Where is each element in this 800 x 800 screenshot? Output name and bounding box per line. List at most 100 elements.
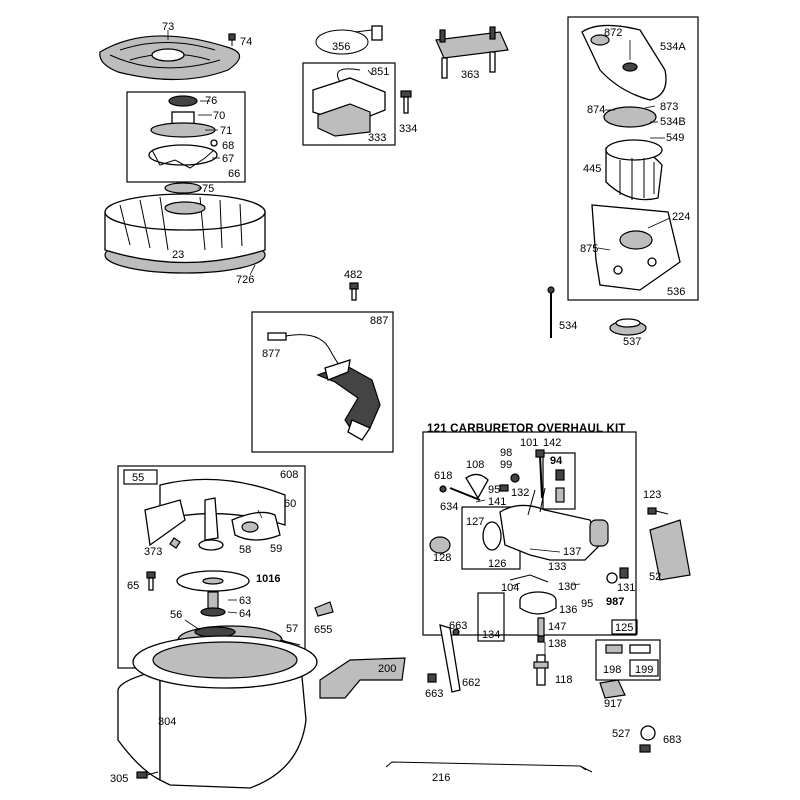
label-57: 57 <box>286 623 298 635</box>
screw-part-334 <box>400 90 412 114</box>
label-1016: 1016 <box>256 573 280 585</box>
flywheel-part-23 <box>104 193 266 274</box>
label-663b: 663 <box>425 688 443 700</box>
label-52: 52 <box>649 571 661 583</box>
screw-part-482 <box>349 282 359 301</box>
label-73: 73 <box>162 21 174 33</box>
screw-part-663b <box>427 673 437 683</box>
label-136: 136 <box>559 604 577 616</box>
label-95b: 95 <box>581 598 593 610</box>
rotating-screen-part-73 <box>99 35 241 81</box>
label-872: 872 <box>604 27 622 39</box>
needle-part-147 <box>537 617 545 643</box>
label-224: 224 <box>672 211 690 223</box>
frame-536 <box>567 16 699 301</box>
pin-part-57 <box>279 639 301 646</box>
frame-66 <box>126 91 246 183</box>
label-334: 334 <box>399 123 417 135</box>
label-333: 333 <box>368 132 386 144</box>
label-987: 987 <box>606 596 624 608</box>
ignition-bracket-part-851 <box>312 68 386 137</box>
label-138: 138 <box>548 638 566 650</box>
label-683: 683 <box>663 734 681 746</box>
label-74: 74 <box>240 36 252 48</box>
label-99: 99 <box>500 459 512 471</box>
bolt-part-74 <box>228 33 236 46</box>
label-23: 23 <box>172 249 184 261</box>
ground-wire-part-356 <box>315 25 383 55</box>
gasket-part-52 <box>649 519 691 581</box>
label-128: 128 <box>433 552 451 564</box>
label-55: 55 <box>132 472 144 484</box>
label-71: 71 <box>220 125 232 137</box>
clip-part-655 <box>314 601 334 617</box>
screw-part-65 <box>146 571 156 591</box>
label-655: 655 <box>314 624 332 636</box>
label-127: 127 <box>466 516 484 528</box>
label-75: 75 <box>202 183 214 195</box>
bracket-part-363 <box>435 26 509 79</box>
needle-part-142 <box>535 449 545 499</box>
blower-housing-part-304 <box>117 635 318 789</box>
label-356: 356 <box>332 41 350 53</box>
screw-part-305 <box>136 771 159 779</box>
label-549: 549 <box>666 132 684 144</box>
label-198: 198 <box>603 664 621 676</box>
carburetor-body <box>429 487 609 561</box>
label-98: 98 <box>500 447 512 459</box>
label-134: 134 <box>482 629 500 641</box>
label-56: 56 <box>170 609 182 621</box>
label-618: 618 <box>434 470 452 482</box>
label-64: 64 <box>239 608 251 620</box>
leader-lines <box>167 30 671 655</box>
armature-part-877 <box>267 332 381 441</box>
label-851: 851 <box>371 66 389 78</box>
label-147: 147 <box>548 621 566 633</box>
label-363: 363 <box>461 69 479 81</box>
frame-198-199 <box>595 639 661 681</box>
label-58: 58 <box>239 544 251 556</box>
label-132: 132 <box>511 487 529 499</box>
label-142: 142 <box>543 437 561 449</box>
air-cleaner-cover-part-872 <box>581 24 667 101</box>
starter-grip-part-60 <box>231 511 281 541</box>
label-141: 141 <box>488 496 506 508</box>
label-67: 67 <box>222 153 234 165</box>
label-373: 373 <box>144 546 162 558</box>
plate-part-200 <box>319 657 406 699</box>
label-137: 137 <box>563 546 581 558</box>
label-68: 68 <box>222 140 234 152</box>
label-131: 131 <box>617 582 635 594</box>
label-527: 527 <box>612 728 630 740</box>
label-608: 608 <box>280 469 298 481</box>
label-663a: 663 <box>449 620 467 632</box>
frame-55 <box>123 469 158 485</box>
label-66: 66 <box>228 168 240 180</box>
label-537: 537 <box>623 336 641 348</box>
clip-part-917 <box>599 679 626 699</box>
throttle-parts <box>439 473 520 501</box>
screw-part-123 <box>647 507 669 515</box>
kit-title: 121 CARBURETOR OVERHAUL KIT <box>427 423 626 435</box>
label-118: 118 <box>555 674 573 686</box>
label-59: 59 <box>270 543 282 555</box>
label-482: 482 <box>344 269 362 281</box>
label-95a: 95 <box>488 484 500 496</box>
label-200: 200 <box>378 663 396 675</box>
link-part-216 <box>385 761 593 773</box>
label-305: 305 <box>110 773 128 785</box>
label-125: 125 <box>615 622 633 634</box>
air-cleaner-base-part-875 <box>591 204 681 291</box>
float-part-136 <box>509 567 629 615</box>
label-123: 123 <box>643 489 661 501</box>
label-199: 199 <box>635 664 653 676</box>
label-65: 65 <box>127 580 139 592</box>
label-126: 126 <box>488 558 506 570</box>
label-877: 877 <box>262 348 280 360</box>
frame-125 <box>611 619 638 635</box>
label-887: 887 <box>370 315 388 327</box>
label-534B: 534B <box>660 116 686 128</box>
label-70: 70 <box>213 110 225 122</box>
label-60: 60 <box>284 498 296 510</box>
frame-887 <box>251 311 394 453</box>
